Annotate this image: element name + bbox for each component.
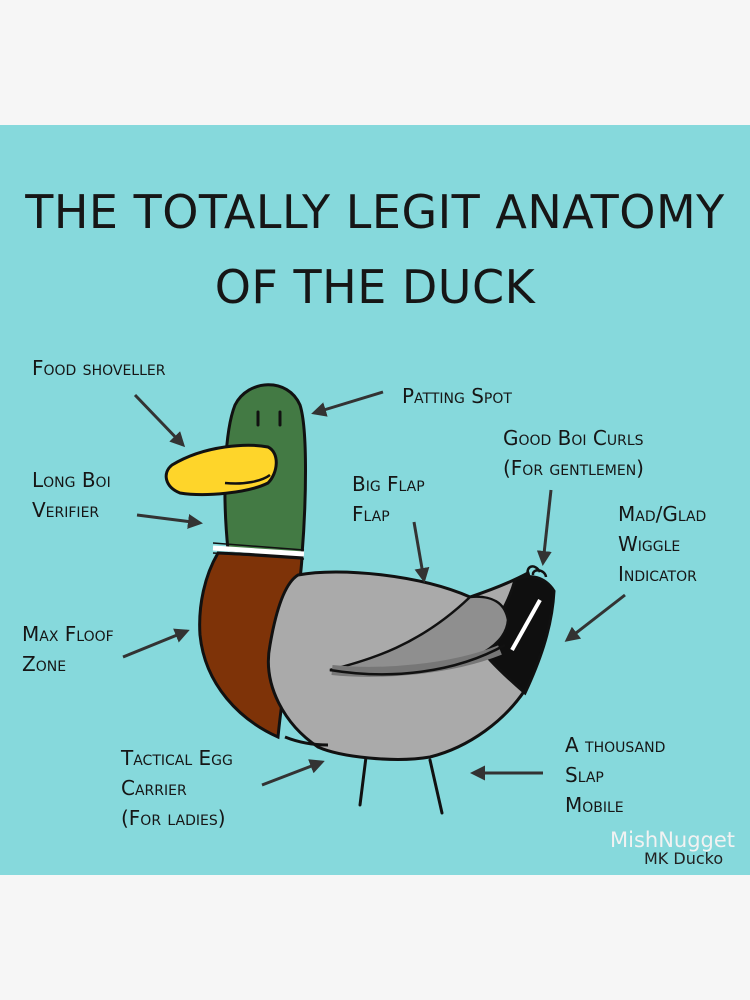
- title-line-1: THE TOTALLY LEGIT ANATOMY: [25, 185, 725, 239]
- duck-beak: [164, 443, 278, 496]
- label-line: Verifier: [32, 498, 100, 522]
- label-big-flap-flap: Big Flap Flap: [352, 469, 425, 529]
- title-line-2: OF THE DUCK: [214, 260, 536, 314]
- label-good-boi-curls: Good Boi Curls (For gentlemen): [503, 423, 644, 483]
- watermark-artist: MishNugget: [610, 828, 736, 852]
- label-line: Mad/Glad: [618, 502, 707, 526]
- label-long-boi-verifier: Long Boi Verifier: [32, 465, 111, 525]
- label-line: (For ladies): [121, 806, 226, 830]
- diagram-panel: THE TOTALLY LEGIT ANATOMY OF THE DUCK Fo…: [0, 125, 750, 875]
- label-thousand-slap-mobile: A thousand Slap Mobile: [565, 730, 665, 820]
- label-mad-glad-wiggle: Mad/Glad Wiggle Indicator: [618, 499, 706, 589]
- label-line: Tactical Egg: [121, 746, 233, 770]
- label-line: Big Flap: [352, 472, 425, 496]
- annotation-arrows: [122, 390, 626, 787]
- label-line: Flap: [352, 502, 390, 526]
- duck-illustration: [122, 383, 626, 815]
- label-patting-spot: Patting Spot: [402, 384, 512, 408]
- label-line: Slap: [565, 763, 604, 787]
- label-line: Mobile: [565, 793, 624, 817]
- label-line: (For gentlemen): [503, 456, 644, 480]
- duck-collar: [212, 545, 305, 557]
- label-line: Good Boi Curls: [503, 426, 644, 450]
- label-tactical-egg-carrier: Tactical Egg Carrier (For ladies): [121, 743, 233, 833]
- watermark-credit: MK Ducko: [644, 849, 724, 868]
- label-line: Zone: [22, 652, 67, 676]
- label-max-floof-zone: Max Floof Zone: [22, 619, 114, 679]
- label-line: Max Floof: [22, 622, 114, 646]
- duck-curl: [526, 565, 548, 578]
- label-food-shoveller: Food shoveller: [32, 356, 166, 380]
- label-line: Long Boi: [32, 468, 111, 492]
- label-line: Wiggle: [618, 532, 681, 556]
- duck-legs: [358, 755, 444, 815]
- label-line: Carrier: [121, 776, 187, 800]
- label-line: Indicator: [618, 562, 697, 586]
- label-line: A thousand: [565, 733, 666, 757]
